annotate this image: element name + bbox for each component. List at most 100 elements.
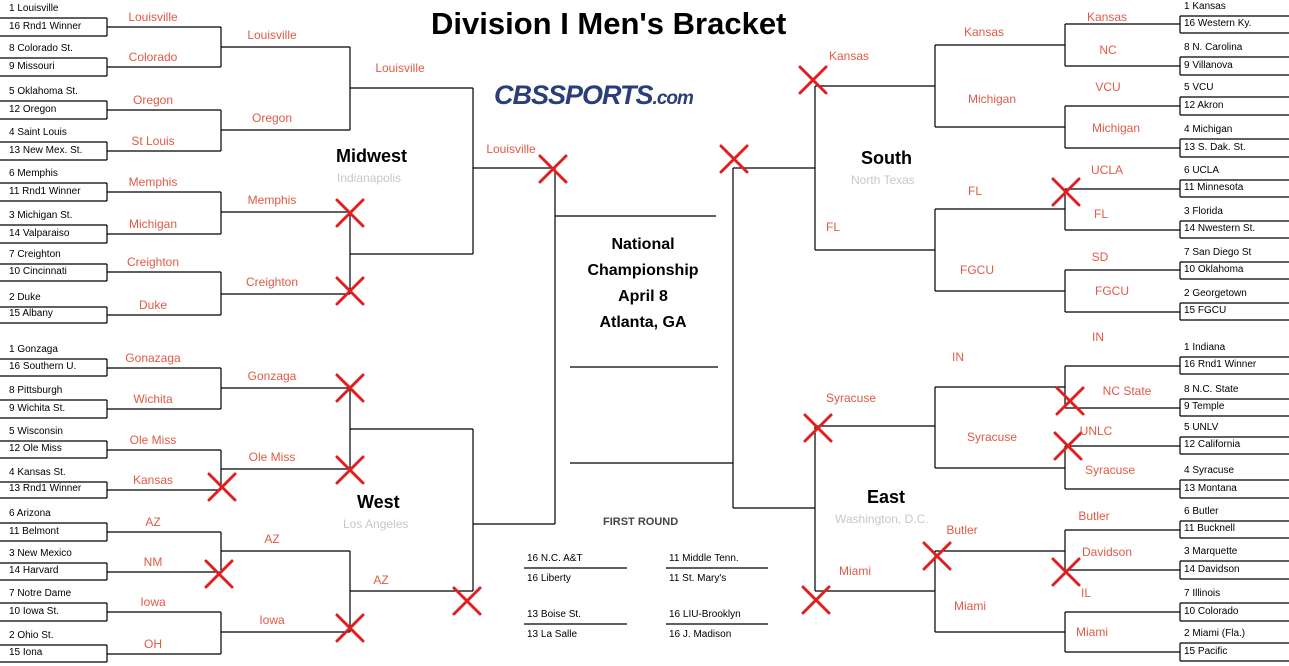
seed-team: 7 San Diego St bbox=[1184, 247, 1252, 258]
seed-team: 15 FGCU bbox=[1184, 305, 1227, 316]
first-round-team: 16 N.C. A&T bbox=[527, 553, 583, 564]
seed-team: 1 Louisville bbox=[9, 3, 59, 14]
pick-round-1: Kansas bbox=[1086, 10, 1128, 24]
seed-team: 11 Belmont bbox=[9, 526, 59, 537]
seed-team: 15 Iona bbox=[9, 647, 43, 658]
pick-round-3: Miami bbox=[839, 564, 871, 578]
eliminated-cross-mark bbox=[1051, 177, 1081, 207]
seed-team: 1 Gonzaga bbox=[9, 344, 58, 355]
seed-team: 5 Oklahoma St. bbox=[9, 86, 78, 97]
eliminated-cross-mark bbox=[335, 198, 365, 228]
seed-team: 2 Miami (Fla.) bbox=[1184, 628, 1246, 639]
pick-round-1: SD bbox=[1091, 250, 1109, 264]
seed-team: 3 New Mexico bbox=[9, 548, 72, 559]
eliminated-cross-mark bbox=[801, 585, 831, 615]
eliminated-cross-mark bbox=[335, 276, 365, 306]
seed-team: 11 Rnd1 Winner bbox=[9, 186, 81, 197]
seed-team: 9 Missouri bbox=[9, 61, 55, 72]
seed-team: 9 Wichita St. bbox=[9, 403, 66, 414]
region-name-east: East bbox=[867, 487, 906, 507]
championship-date: April 8 bbox=[618, 288, 668, 305]
pick-round-1: Colorado bbox=[128, 50, 178, 64]
cbssports-logo: CBSSPORTS.com bbox=[494, 80, 694, 110]
eliminated-cross-mark bbox=[335, 373, 365, 403]
seed-team: 16 Southern U. bbox=[9, 361, 77, 372]
seed-team: 14 Valparaiso bbox=[9, 228, 70, 239]
seed-team: 5 UNLV bbox=[1184, 422, 1219, 433]
eliminated-cross-mark bbox=[719, 144, 749, 174]
eliminated-cross-mark bbox=[538, 154, 568, 184]
seed-team: 16 Rnd1 Winner bbox=[9, 21, 82, 32]
pick-round-1: Louisville bbox=[128, 10, 178, 24]
eliminated-cross-mark bbox=[204, 559, 234, 589]
seed-team: 13 Montana bbox=[1184, 483, 1237, 494]
pick-round-1: Syracuse bbox=[1084, 463, 1136, 477]
seed-team: 1 Indiana bbox=[1184, 342, 1226, 353]
pick-round-1: UCLA bbox=[1090, 163, 1124, 177]
pick-round-2: Kansas bbox=[963, 25, 1005, 39]
first-round-team: 11 Middle Tenn. bbox=[669, 553, 739, 564]
pick-round-1: Ole Miss bbox=[129, 433, 177, 447]
eliminated-cross-mark bbox=[922, 541, 952, 571]
pick-round-3: FL bbox=[825, 220, 841, 234]
seed-team: 9 Villanova bbox=[1184, 60, 1233, 71]
pick-round-2: AZ bbox=[264, 532, 280, 546]
pick-round-3: Kansas bbox=[828, 49, 870, 63]
pick-round-1: OH bbox=[144, 637, 162, 651]
pick-round-1: Duke bbox=[138, 298, 168, 312]
pick-round-2: IN bbox=[952, 350, 964, 364]
seed-team: 6 Butler bbox=[1184, 506, 1219, 517]
region-name-west: West bbox=[357, 492, 400, 512]
region-site-west: Los Angeles bbox=[343, 517, 409, 531]
first-round-team: 16 LIU-Brooklyn bbox=[669, 609, 741, 620]
pick-round-2: Michigan bbox=[967, 92, 1017, 106]
seed-team: 13 New Mex. St. bbox=[9, 145, 83, 156]
pick-round-1: Oregon bbox=[132, 93, 174, 107]
pick-round-2: Gonzaga bbox=[247, 369, 297, 383]
pick-round-1: St Louis bbox=[131, 134, 175, 148]
pick-round-1: Gonazaga bbox=[125, 351, 181, 365]
pick-round-2: Butler bbox=[946, 523, 978, 537]
eliminated-cross-mark bbox=[803, 413, 833, 443]
pick-round-1: Davidson bbox=[1081, 545, 1133, 559]
seed-team: 2 Ohio St. bbox=[9, 630, 54, 641]
pick-round-1: Miami bbox=[1076, 625, 1108, 639]
region-site-midwest: Indianapolis bbox=[337, 171, 402, 185]
eliminated-cross-mark bbox=[335, 455, 365, 485]
seed-team: 11 Bucknell bbox=[1184, 523, 1235, 534]
seed-team: 8 Pittsburgh bbox=[9, 385, 63, 396]
first-round-team: 16 Liberty bbox=[527, 573, 571, 584]
pick-round-2: Ole Miss bbox=[248, 450, 296, 464]
eliminated-cross-mark bbox=[798, 65, 828, 95]
pick-round-1: FL bbox=[1093, 207, 1109, 221]
pick-round-4: Louisville bbox=[486, 142, 536, 156]
seed-team: 1 Kansas bbox=[1184, 1, 1226, 12]
eliminated-cross-mark bbox=[1051, 557, 1081, 587]
seed-team: 8 Colorado St. bbox=[9, 43, 73, 54]
pick-round-1: Creighton bbox=[126, 255, 180, 269]
eliminated-cross-mark bbox=[1053, 431, 1083, 461]
pick-round-1: Michigan bbox=[1091, 121, 1141, 135]
pick-round-3: AZ bbox=[373, 573, 389, 587]
seed-team: 7 Illinois bbox=[1184, 588, 1221, 599]
pick-round-1: VCU bbox=[1095, 80, 1121, 94]
pick-round-2: Iowa bbox=[259, 613, 285, 627]
first-round-team: 13 La Salle bbox=[527, 629, 578, 640]
region-site-south: North Texas bbox=[851, 173, 915, 187]
seed-team: 4 Saint Louis bbox=[9, 127, 67, 138]
seed-team: 10 Cincinnati bbox=[9, 266, 67, 277]
pick-round-1: NC bbox=[1099, 43, 1117, 57]
page-title: Division I Men's Bracket bbox=[431, 6, 787, 41]
seed-team: 10 Iowa St. bbox=[9, 606, 60, 617]
pick-round-1: Wichita bbox=[133, 392, 173, 406]
first-round-team: 13 Boise St. bbox=[527, 609, 581, 620]
seed-team: 10 Oklahoma bbox=[1184, 264, 1244, 275]
eliminated-cross-mark bbox=[452, 586, 482, 616]
seed-team: 2 Duke bbox=[9, 292, 41, 303]
seed-team: 8 N.C. State bbox=[1184, 384, 1239, 395]
pick-round-2: Syracuse bbox=[966, 430, 1018, 444]
seed-team: 4 Michigan bbox=[1184, 124, 1233, 135]
pick-round-1: Memphis bbox=[128, 175, 178, 189]
seed-team: 15 Albany bbox=[9, 308, 53, 319]
